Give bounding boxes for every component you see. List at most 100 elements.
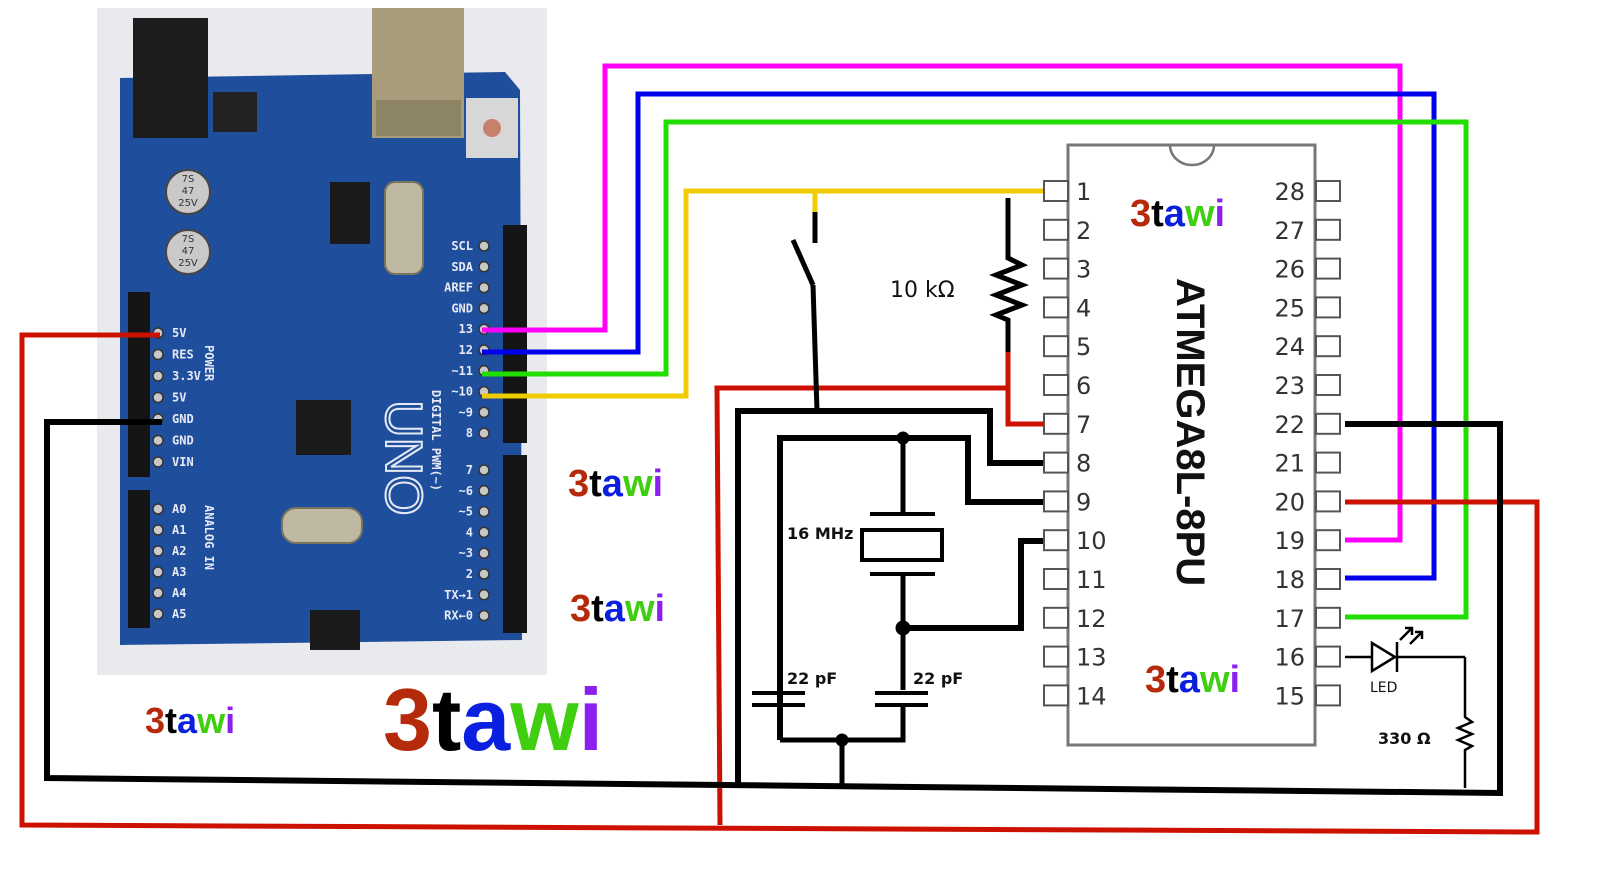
header-pin (152, 566, 164, 578)
wire-d10-to-reset (482, 188, 1043, 399)
chip-pin-pad (1315, 529, 1341, 552)
digital-pin-label: ~11 (451, 364, 473, 378)
header-pin (478, 464, 490, 476)
chip-pin-number: 8 (1076, 450, 1091, 478)
header-pin (152, 608, 164, 620)
header-pin (478, 609, 490, 622)
chip-pin-number: 14 (1076, 682, 1107, 710)
chip-pin-number: 9 (1076, 488, 1091, 516)
watermark-letter: 3 (570, 588, 591, 630)
watermark-letter: t (1151, 193, 1164, 235)
capacitor-left (752, 691, 805, 740)
header-pin (478, 406, 490, 419)
chip-pin-pad (1043, 335, 1069, 358)
chip-body (1066, 143, 1317, 747)
svg-text:47: 47 (182, 186, 195, 197)
watermark-letter: 3 (568, 463, 589, 505)
watermark-letter: w (622, 463, 653, 505)
watermark-letter: t (589, 463, 602, 505)
chip-pin-number: 6 (1076, 372, 1091, 400)
capacitor-right (780, 691, 928, 785)
chip-pin-pad (1043, 296, 1069, 319)
digital-pin-label: 13 (459, 322, 473, 336)
wire-xtal-to-pin9 (777, 435, 1043, 740)
svg-text:47: 47 (182, 246, 195, 257)
header-pin (152, 348, 164, 361)
pullup-resistor-label: 10 kΩ (890, 278, 955, 303)
watermark-letter: 3 (145, 700, 165, 741)
chip-pin-pad (1043, 180, 1069, 202)
watermark-letter: 3 (383, 670, 432, 769)
chip-pin-pad (1043, 606, 1069, 629)
dc-jack (133, 18, 208, 138)
wire-5v-resistor (1005, 352, 1043, 427)
led-label: LED (1370, 680, 1397, 696)
chip-pin-pad (1315, 645, 1341, 668)
chip-pin-pad (1043, 218, 1069, 241)
chip-pin-pad (1315, 412, 1341, 435)
watermark-letter: t (591, 588, 604, 630)
chip-pin-number: 28 (1274, 178, 1305, 206)
digital-pin-label: 2 (466, 567, 473, 581)
watermark-letter: a (602, 463, 624, 505)
header-pin (152, 524, 164, 536)
digital-pin-label: ~9 (459, 405, 473, 419)
header-pin (478, 526, 490, 539)
cap-left-label: 22 pF (787, 669, 837, 688)
watermark-3tawi: 3tawi (145, 700, 235, 741)
digital-header-low (503, 455, 527, 633)
watermark-letter: t (165, 700, 177, 741)
chip-pin-pad (1043, 374, 1069, 396)
digital-pin-label: AREF (444, 281, 473, 295)
digital-pin-label: 12 (459, 343, 473, 357)
chip-pin-pad (1315, 606, 1341, 629)
digital-pin-label: TX→1 (444, 588, 473, 602)
crystal-12mhz (384, 181, 424, 275)
chip-pin-number: 3 (1076, 256, 1091, 284)
digital-pin-label: SCL (451, 239, 473, 253)
analog-pin-label: A2 (172, 544, 186, 558)
digital-pin-label: SDA (451, 260, 473, 274)
chip-pin-number: 10 (1076, 527, 1107, 555)
board-name: UNO (374, 400, 432, 516)
digital-pin-label: ~6 (459, 484, 473, 498)
chip-pin-pad (1315, 335, 1341, 358)
digital-pin-label: ~5 (459, 505, 473, 519)
wire-gnd-main (44, 419, 1503, 797)
analog-pin-label: A0 (172, 502, 186, 516)
header-pin (152, 503, 164, 515)
chip-pin-number: 26 (1274, 256, 1305, 284)
watermark-letter: t (432, 670, 461, 769)
arduino-uno-board: 7S 47 25V 7S 47 25V UNO 5VRES3.3V5VGNDGN… (97, 8, 547, 675)
chip-pin-pad (1315, 257, 1341, 280)
chip-pin-number: 4 (1076, 294, 1091, 322)
wire-d13-to-pin19 (482, 63, 1403, 543)
power-pin-label: 5V (172, 391, 186, 405)
header-pin (152, 434, 164, 447)
watermark-letter: w (196, 700, 226, 741)
header-pin (478, 427, 490, 439)
digital-pin-label: ~10 (451, 385, 473, 399)
chip-pin-pad (1315, 180, 1341, 202)
watermark-letter: a (1164, 193, 1186, 235)
svg-text:7S: 7S (182, 234, 195, 245)
chip-pin-pad (1043, 490, 1069, 513)
chip-pin-pad (1043, 412, 1069, 435)
digital-pin-labels: SCLSDAAREFGND1312~11~10~987~6~54~32TX→1R… (444, 239, 490, 623)
chip-pin-number: 13 (1076, 644, 1107, 672)
watermark-letter: w (509, 670, 579, 769)
chip-pin-number: 24 (1274, 333, 1305, 361)
chip-pin-pad (1315, 296, 1341, 319)
led (1345, 626, 1465, 674)
analog-pin-label: A3 (172, 565, 186, 579)
watermark-letter: i (653, 463, 664, 505)
watermark-letter: w (624, 588, 655, 630)
chip-pin-number: 1 (1076, 178, 1091, 206)
digital-pin-label: ~3 (459, 546, 473, 560)
watermark-letter: a (604, 588, 626, 630)
power-pin-label: VIN (172, 455, 194, 469)
watermark-letter: t (1166, 659, 1179, 701)
